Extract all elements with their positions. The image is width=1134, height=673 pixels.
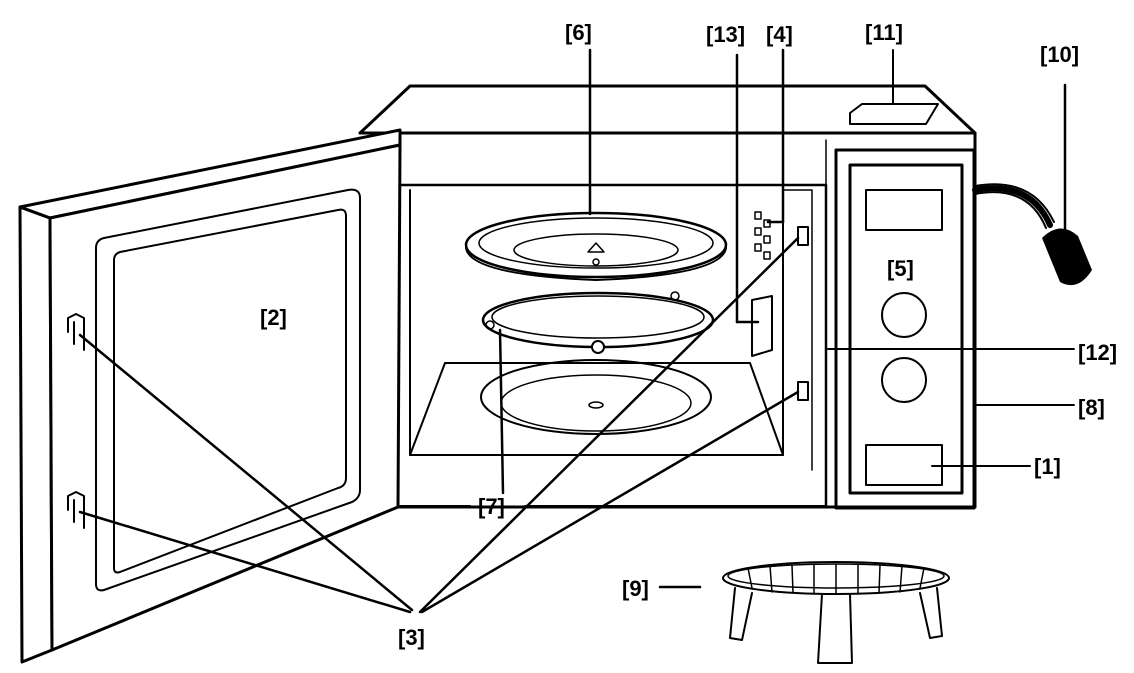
label-2: [2] [260, 305, 287, 330]
roller-ring [481, 291, 715, 354]
label-12: [12] [1078, 340, 1117, 365]
glass-tray [464, 211, 728, 281]
callout-labels: [6] [13] [4] [11] [10] [5] [2] [12] [8] … [260, 20, 1117, 650]
label-6: [6] [565, 20, 592, 45]
label-4: [4] [766, 22, 793, 47]
control-panel [834, 148, 976, 510]
label-13: [13] [706, 22, 745, 47]
leader-lines [78, 48, 1075, 614]
cavity-floor-recess [480, 359, 712, 435]
oven-cavity [396, 139, 828, 509]
label-9: [9] [622, 576, 649, 601]
top-vent [849, 103, 939, 125]
wire-rack [722, 561, 950, 664]
label-11: [11] [865, 20, 903, 45]
label-7: [7] [478, 494, 505, 519]
oven-door [18, 128, 402, 664]
power-cord [972, 183, 1092, 286]
label-3: [3] [398, 625, 425, 650]
label-8: [8] [1078, 395, 1105, 420]
label-5: [5] [887, 256, 914, 281]
label-10: [10] [1040, 42, 1079, 67]
label-1: [1] [1034, 454, 1061, 479]
inner-wall-parts [751, 211, 809, 401]
